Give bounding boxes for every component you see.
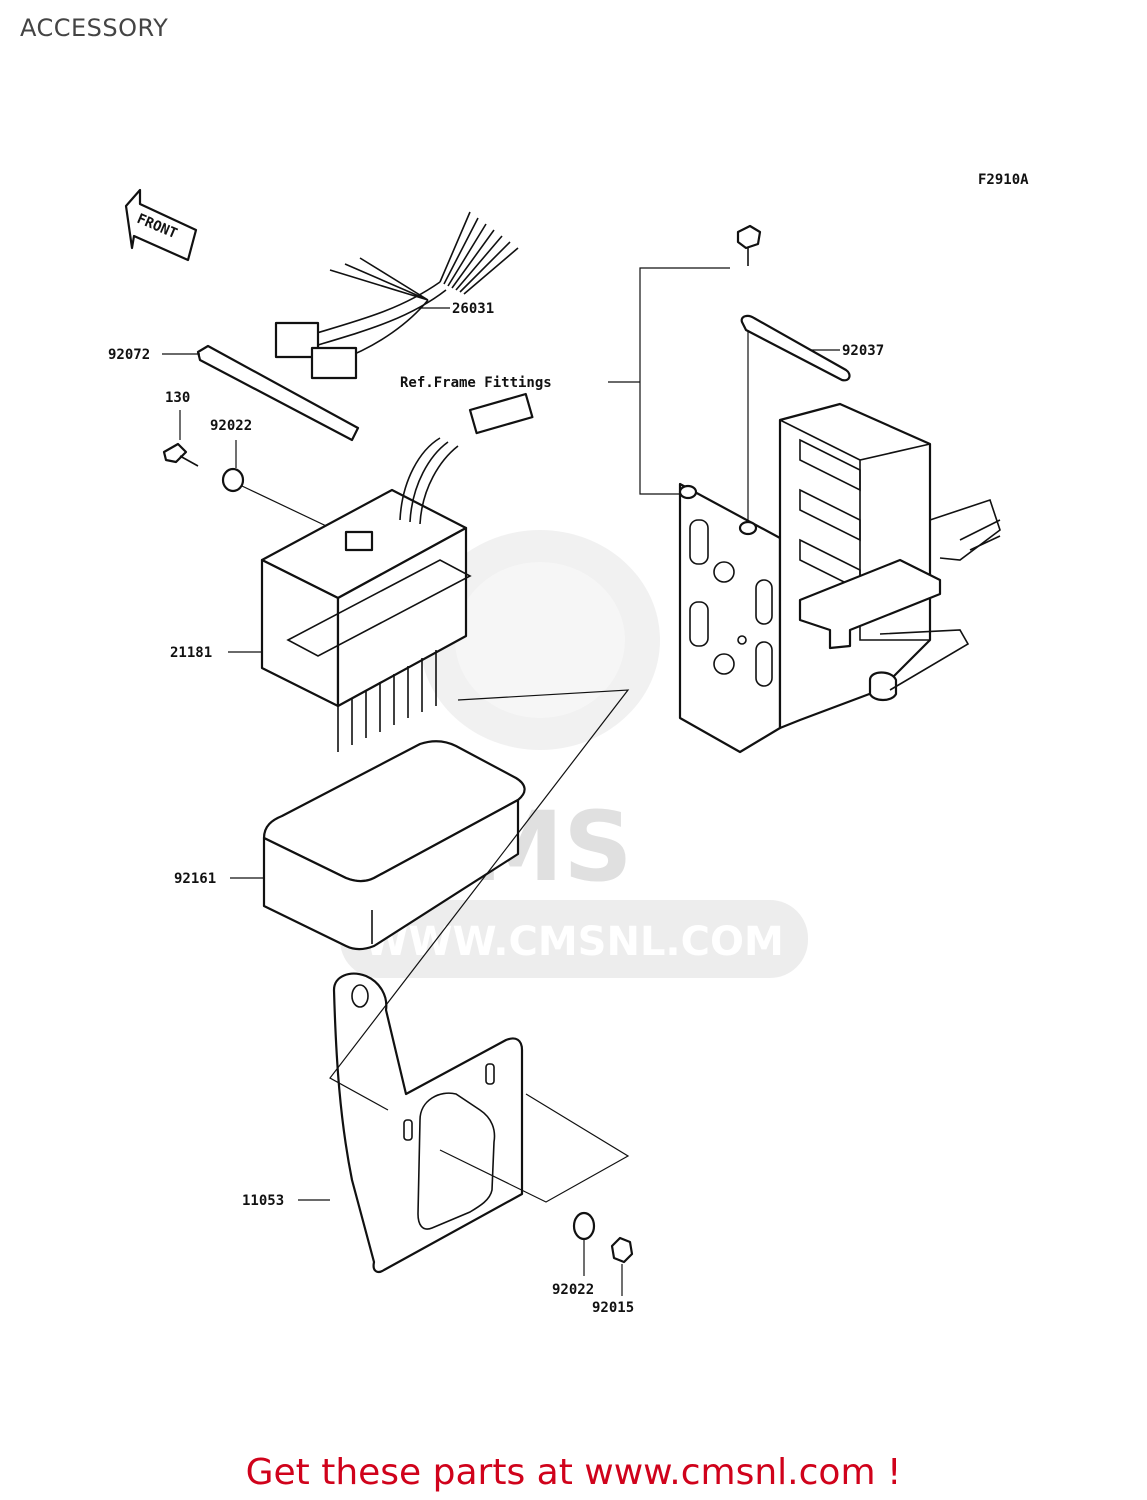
callout-21181: 21181 <box>170 645 212 661</box>
frame-bolt-part <box>736 224 762 266</box>
footer-call-to-action: Get these parts at www.cmsnl.com ! <box>0 1452 1147 1493</box>
electrical-unit-part <box>260 392 534 752</box>
parts-diagram: CMS WWW.CMSNL.COM FRONT F2910A 26031 920… <box>108 172 1029 1316</box>
wire-harness-part <box>274 211 519 380</box>
footer-prefix: Get these parts at <box>245 1452 585 1493</box>
bracket-part <box>332 972 524 1273</box>
reference-note: Ref.Frame Fittings <box>400 375 552 391</box>
figure-code: F2910A <box>978 172 1029 188</box>
callout-92037: 92037 <box>842 343 884 359</box>
washer-part-bottom <box>572 1211 596 1241</box>
cable-tie-part <box>196 344 360 442</box>
footer-link[interactable]: www.cmsnl.com <box>584 1452 876 1493</box>
pad-part <box>262 740 526 951</box>
watermark-url: WWW.CMSNL.COM <box>364 919 784 965</box>
nut-part <box>610 1236 634 1264</box>
frame-holder-part <box>678 402 1001 754</box>
assembly-guide-lines <box>329 689 630 1203</box>
front-arrow-icon: FRONT <box>124 188 198 262</box>
callout-26031: 26031 <box>452 301 494 317</box>
page-title: ACCESSORY <box>20 14 169 42</box>
callout-92022-top: 92022 <box>210 418 252 434</box>
bolt-part <box>162 442 199 467</box>
callout-92072: 92072 <box>108 347 150 363</box>
footer-suffix: ! <box>875 1452 902 1493</box>
washer-part <box>221 467 245 493</box>
callout-130: 130 <box>165 390 190 406</box>
callout-92022-bottom: 92022 <box>552 1282 594 1298</box>
callout-11053: 11053 <box>242 1193 284 1209</box>
strap-part <box>740 314 851 382</box>
callout-92015: 92015 <box>592 1300 634 1316</box>
callout-92161: 92161 <box>174 871 216 887</box>
watermark: CMS WWW.CMSNL.COM <box>340 530 808 978</box>
